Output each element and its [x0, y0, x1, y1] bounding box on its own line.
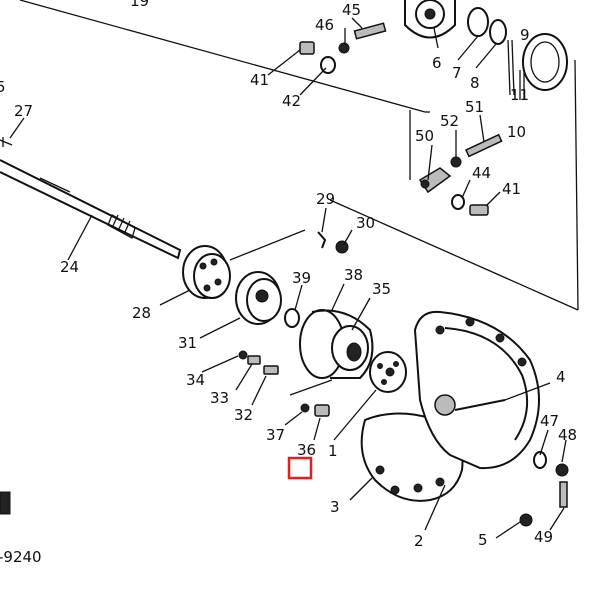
bolt-27	[0, 137, 13, 147]
label-8: 8	[470, 74, 480, 92]
label-41-top: 41	[250, 71, 269, 89]
label-49: 49	[534, 528, 553, 546]
label-2: 2	[414, 532, 424, 550]
label-24: 24	[60, 258, 79, 276]
label-11: 11	[510, 86, 529, 104]
hub-plate-1	[369, 351, 407, 393]
bolt-41-mid	[469, 204, 489, 216]
label-28: 28	[132, 304, 151, 322]
label-10: 10	[507, 123, 526, 141]
stud-32	[263, 365, 279, 375]
label-5: 5	[478, 531, 488, 549]
part-labels: 19 5 45 46 41 42 6 7 8 9 11 10 51 52 50 …	[0, 0, 577, 566]
label-46: 46	[315, 16, 334, 34]
lever-50	[418, 167, 452, 194]
diagram-reference-code: -9240	[0, 548, 42, 566]
label-6: 6	[432, 54, 442, 72]
leader-lines	[9, 17, 567, 539]
label-42: 42	[282, 92, 301, 110]
label-36: 36	[297, 441, 316, 459]
nut-48	[555, 463, 569, 477]
label-48: 48	[558, 426, 577, 444]
label-32: 32	[234, 406, 253, 424]
nut-37	[300, 403, 310, 413]
bolt-45	[353, 22, 387, 40]
partial-component-left	[0, 491, 11, 515]
label-38: 38	[344, 266, 363, 284]
label-3: 3	[330, 498, 340, 516]
pin-29	[317, 231, 327, 249]
valve-stem-4	[454, 399, 506, 411]
label-50: 50	[415, 127, 434, 145]
label-9: 9	[520, 26, 530, 44]
stud-34	[238, 350, 248, 360]
nut-30	[335, 240, 349, 254]
label-47: 47	[540, 412, 559, 430]
washer-39	[284, 308, 300, 328]
label-37: 37	[266, 426, 285, 444]
hub-28	[182, 245, 231, 299]
assembly-frame-lines	[19, 0, 579, 311]
brake-assembly-top	[404, 0, 568, 100]
label-27: 27	[14, 102, 33, 120]
label-44: 44	[472, 164, 491, 182]
label-45: 45	[342, 1, 361, 19]
label-52: 52	[440, 112, 459, 130]
axle-shaft-24	[0, 159, 182, 260]
highlight-box	[287, 456, 313, 480]
label-1: 1	[328, 442, 338, 460]
nut-46	[338, 42, 350, 54]
wheel-rim-inner-2	[413, 310, 540, 470]
label-51: 51	[465, 98, 484, 116]
washer-44	[451, 194, 465, 210]
label-39: 39	[292, 269, 311, 287]
washer-47	[533, 451, 547, 469]
flange-31	[235, 271, 282, 325]
nut-5	[519, 513, 533, 527]
bolt-41-top	[299, 41, 315, 55]
label-29: 29	[316, 190, 335, 208]
label-33: 33	[210, 389, 229, 407]
label-35: 35	[372, 280, 391, 298]
label-7: 7	[452, 64, 462, 82]
bolt-51	[464, 133, 503, 158]
ref-left-partial-label: 5	[0, 78, 6, 96]
stud-33	[247, 355, 261, 365]
label-34: 34	[186, 371, 205, 389]
bolt-49	[559, 481, 568, 508]
label-4: 4	[556, 368, 566, 386]
ref-top-partial-label: 19	[130, 0, 149, 10]
label-41-mid: 41	[502, 180, 521, 198]
nut-52	[450, 156, 462, 168]
label-30: 30	[356, 214, 375, 232]
label-31: 31	[178, 334, 197, 352]
bolt-36	[314, 404, 330, 417]
drum-35	[299, 309, 374, 379]
